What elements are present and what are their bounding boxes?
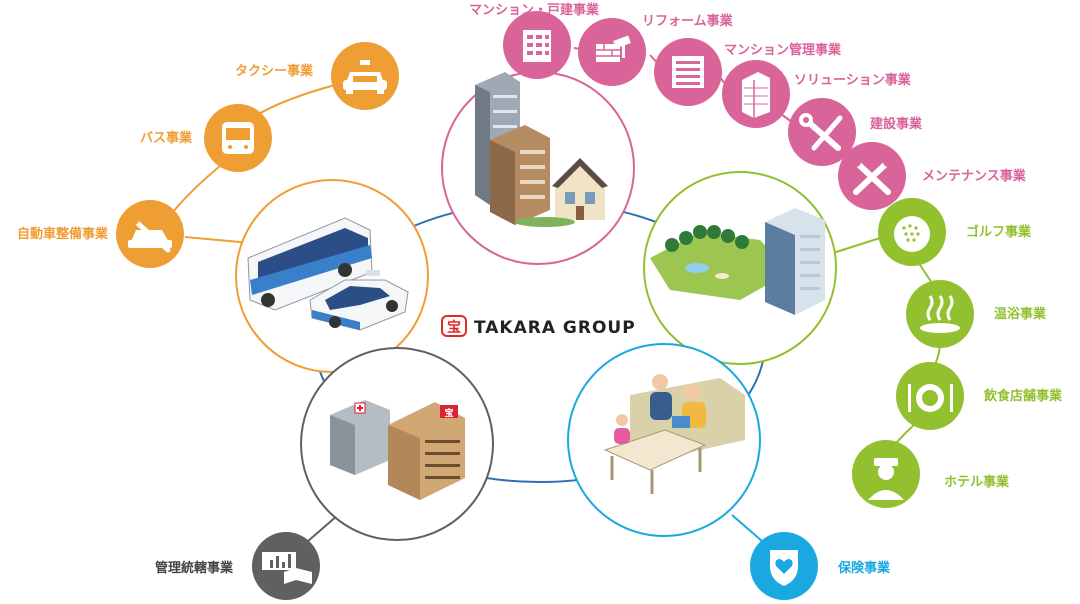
transport-item-0[interactable]: タクシー事業 — [235, 42, 399, 110]
realestate-item-3[interactable]: ソリューション事業 — [722, 60, 912, 128]
logo-name: TAKARA GROUP — [474, 318, 636, 338]
family-illustration — [603, 374, 745, 494]
resort-label-0: ゴルフ事業 — [966, 224, 1032, 240]
transport-item-1[interactable]: バス事業 — [140, 104, 272, 172]
transport-circle[interactable] — [235, 179, 429, 373]
hot-spring-icon — [920, 295, 960, 333]
resort-item-3[interactable]: ホテル事業 — [852, 440, 1010, 508]
resort-label-1: 温浴事業 — [994, 306, 1047, 322]
transport-label-0: タクシー事業 — [235, 63, 314, 79]
golf-hotel-illustration — [650, 208, 825, 315]
taxi-icon — [343, 60, 387, 94]
tower-icon — [742, 72, 770, 118]
maintenance-tools-icon — [851, 157, 893, 195]
transport-label-2: 自動車整備事業 — [17, 226, 109, 242]
realestate-item-4[interactable]: 建設事業 — [788, 98, 923, 166]
management-circle[interactable]: 宝 — [300, 347, 494, 541]
bus-icon — [222, 122, 254, 154]
realestate-circle[interactable] — [441, 71, 635, 265]
realestate-item-0[interactable]: マンション・戸建事業 — [469, 2, 600, 79]
resort-label-2: 飲食店舗事業 — [983, 388, 1063, 404]
office-buildings-illustration: 宝 — [330, 400, 465, 500]
realestate-label-4: 建設事業 — [870, 116, 923, 132]
logo-mark: 宝 — [447, 319, 461, 336]
transport-label-1: バス事業 — [140, 130, 193, 146]
insurance-circle[interactable] — [567, 343, 761, 537]
insurance-label: 保険事業 — [837, 560, 891, 576]
renovation-icon — [596, 35, 631, 62]
building-management-icon — [672, 56, 704, 88]
realestate-label-1: リフォーム事業 — [642, 13, 734, 29]
bus-taxi-illustration — [247, 217, 409, 331]
construction-tools-icon — [799, 113, 843, 151]
realestate-item-5[interactable]: メンテナンス事業 — [838, 142, 1027, 210]
resort-item-0[interactable]: ゴルフ事業 — [878, 198, 1032, 266]
svg-text:宝: 宝 — [444, 407, 453, 419]
resort-circle[interactable] — [643, 171, 837, 365]
resort-item-1[interactable]: 温浴事業 — [906, 280, 1047, 348]
resort-label-3: ホテル事業 — [944, 474, 1010, 490]
restaurant-icon — [908, 384, 953, 412]
buildings-illustration — [475, 72, 608, 227]
realestate-label-5: メンテナンス事業 — [922, 168, 1027, 184]
management-item[interactable]: 管理統轄事業 — [155, 532, 320, 600]
realestate-label-2: マンション管理事業 — [724, 42, 842, 58]
takara-group-logo: 宝 TAKARA GROUP — [441, 315, 636, 338]
car-repair-icon — [128, 215, 172, 253]
resort-item-2[interactable]: 飲食店舗事業 — [896, 362, 1063, 430]
chart-book-icon — [262, 552, 312, 584]
apartment-icon — [523, 30, 551, 62]
realestate-item-1[interactable]: リフォーム事業 — [578, 13, 734, 86]
golf-ball-icon — [894, 216, 930, 252]
insurance-item[interactable]: 保険事業 — [750, 532, 891, 600]
management-label: 管理統轄事業 — [155, 560, 234, 576]
transport-item-2[interactable]: 自動車整備事業 — [17, 200, 184, 268]
shield-heart-icon — [770, 550, 798, 586]
realestate-label-3: ソリューション事業 — [794, 72, 912, 88]
hotel-staff-icon — [868, 458, 904, 500]
realestate-label-0: マンション・戸建事業 — [469, 2, 600, 18]
realestate-item-2[interactable]: マンション管理事業 — [654, 38, 842, 106]
